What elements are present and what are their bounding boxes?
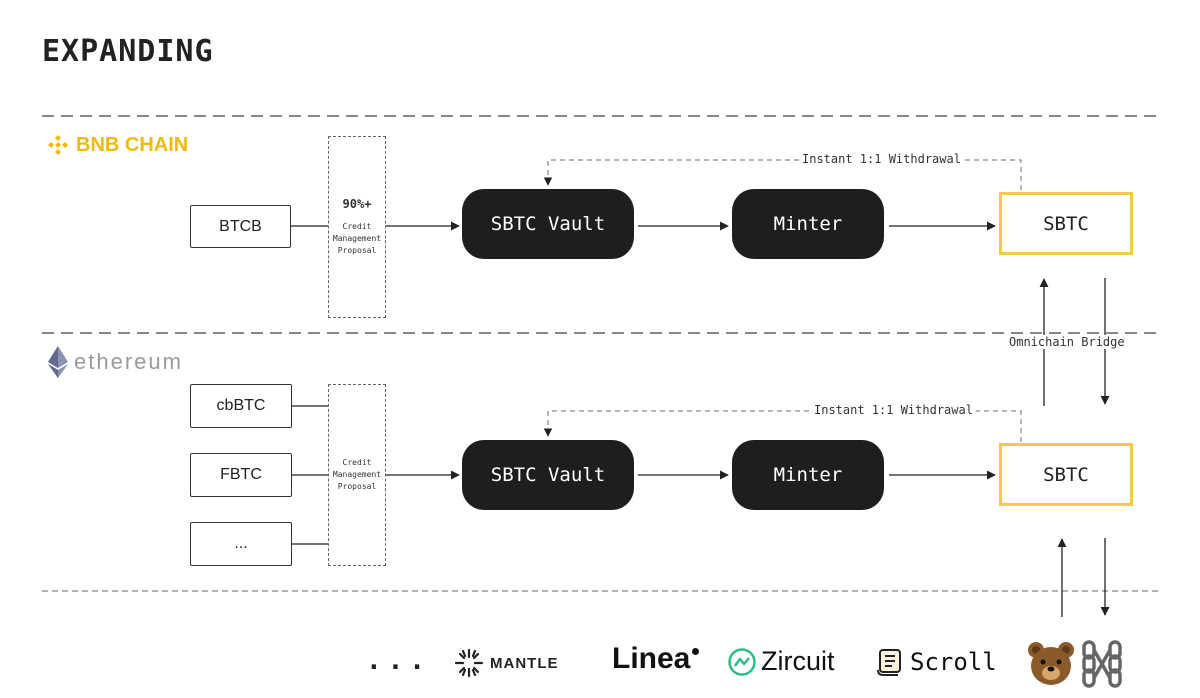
proposal-line: Management [332, 234, 382, 243]
scroll-label: Scroll [910, 648, 997, 676]
bnb-chain-label: BNB CHAIN [76, 133, 189, 156]
linea-label: Linea [612, 642, 691, 675]
eth-withdrawal-label: Instant 1:1 Withdrawal [811, 403, 976, 417]
ethereum-label: ethereum [74, 349, 183, 374]
fbtc-box: FBTC [190, 453, 292, 497]
btcb-box: BTCB [190, 205, 291, 248]
chain-links-icon [1082, 640, 1122, 688]
bnb-sbtc-token: SBTC [999, 192, 1133, 255]
linea-dot-icon [692, 648, 700, 655]
chainlink-logo [1080, 640, 1126, 692]
ethereum-logo: ethereum [48, 346, 183, 378]
zircuit-logo: Zircuit [727, 646, 835, 677]
mantle-label: MANTLE [490, 654, 559, 672]
bnb-credit-management-proposal: 90%+ Credit Management Proposal [328, 136, 386, 318]
eth-sbtc-token: SBTC [999, 443, 1133, 506]
proposal-line: Management [332, 470, 382, 479]
omnichain-bridge-label: Omnichain Bridge [1006, 335, 1128, 349]
scroll-logo: Scroll [874, 646, 997, 678]
proposal-line: Credit [342, 458, 372, 467]
bnb-sbtc-vault: SBTC Vault [462, 189, 634, 259]
zircuit-icon [728, 647, 756, 676]
proposal-line: Credit [342, 222, 372, 231]
bnb-icon [48, 135, 68, 155]
mantle-icon [454, 648, 484, 678]
proposal-line: Proposal [337, 246, 377, 255]
page-title: EXPANDING [42, 34, 214, 69]
eth-minter: Minter [732, 440, 884, 510]
ethereum-icon [48, 346, 68, 378]
more-sources-box: ... [190, 522, 292, 566]
cbbtc-box: cbBTC [190, 384, 292, 428]
bear-icon [1028, 642, 1074, 685]
bnb-chain-logo: BNB CHAIN [46, 133, 188, 157]
scroll-icon [877, 649, 901, 676]
linea-logo: Linea [612, 642, 700, 676]
proposal-percentage: 90%+ [342, 197, 372, 211]
zircuit-label: Zircuit [761, 646, 835, 676]
eth-sbtc-vault: SBTC Vault [462, 440, 634, 510]
bnb-minter: Minter [732, 189, 884, 259]
proposal-line: Proposal [337, 482, 377, 491]
mantle-logo: MANTLE [454, 648, 559, 678]
berachain-logo [1026, 640, 1076, 692]
more-chains-ellipsis: ... [366, 646, 431, 676]
eth-credit-management-proposal: Credit Management Proposal [328, 384, 386, 566]
bnb-withdrawal-label: Instant 1:1 Withdrawal [799, 152, 964, 166]
